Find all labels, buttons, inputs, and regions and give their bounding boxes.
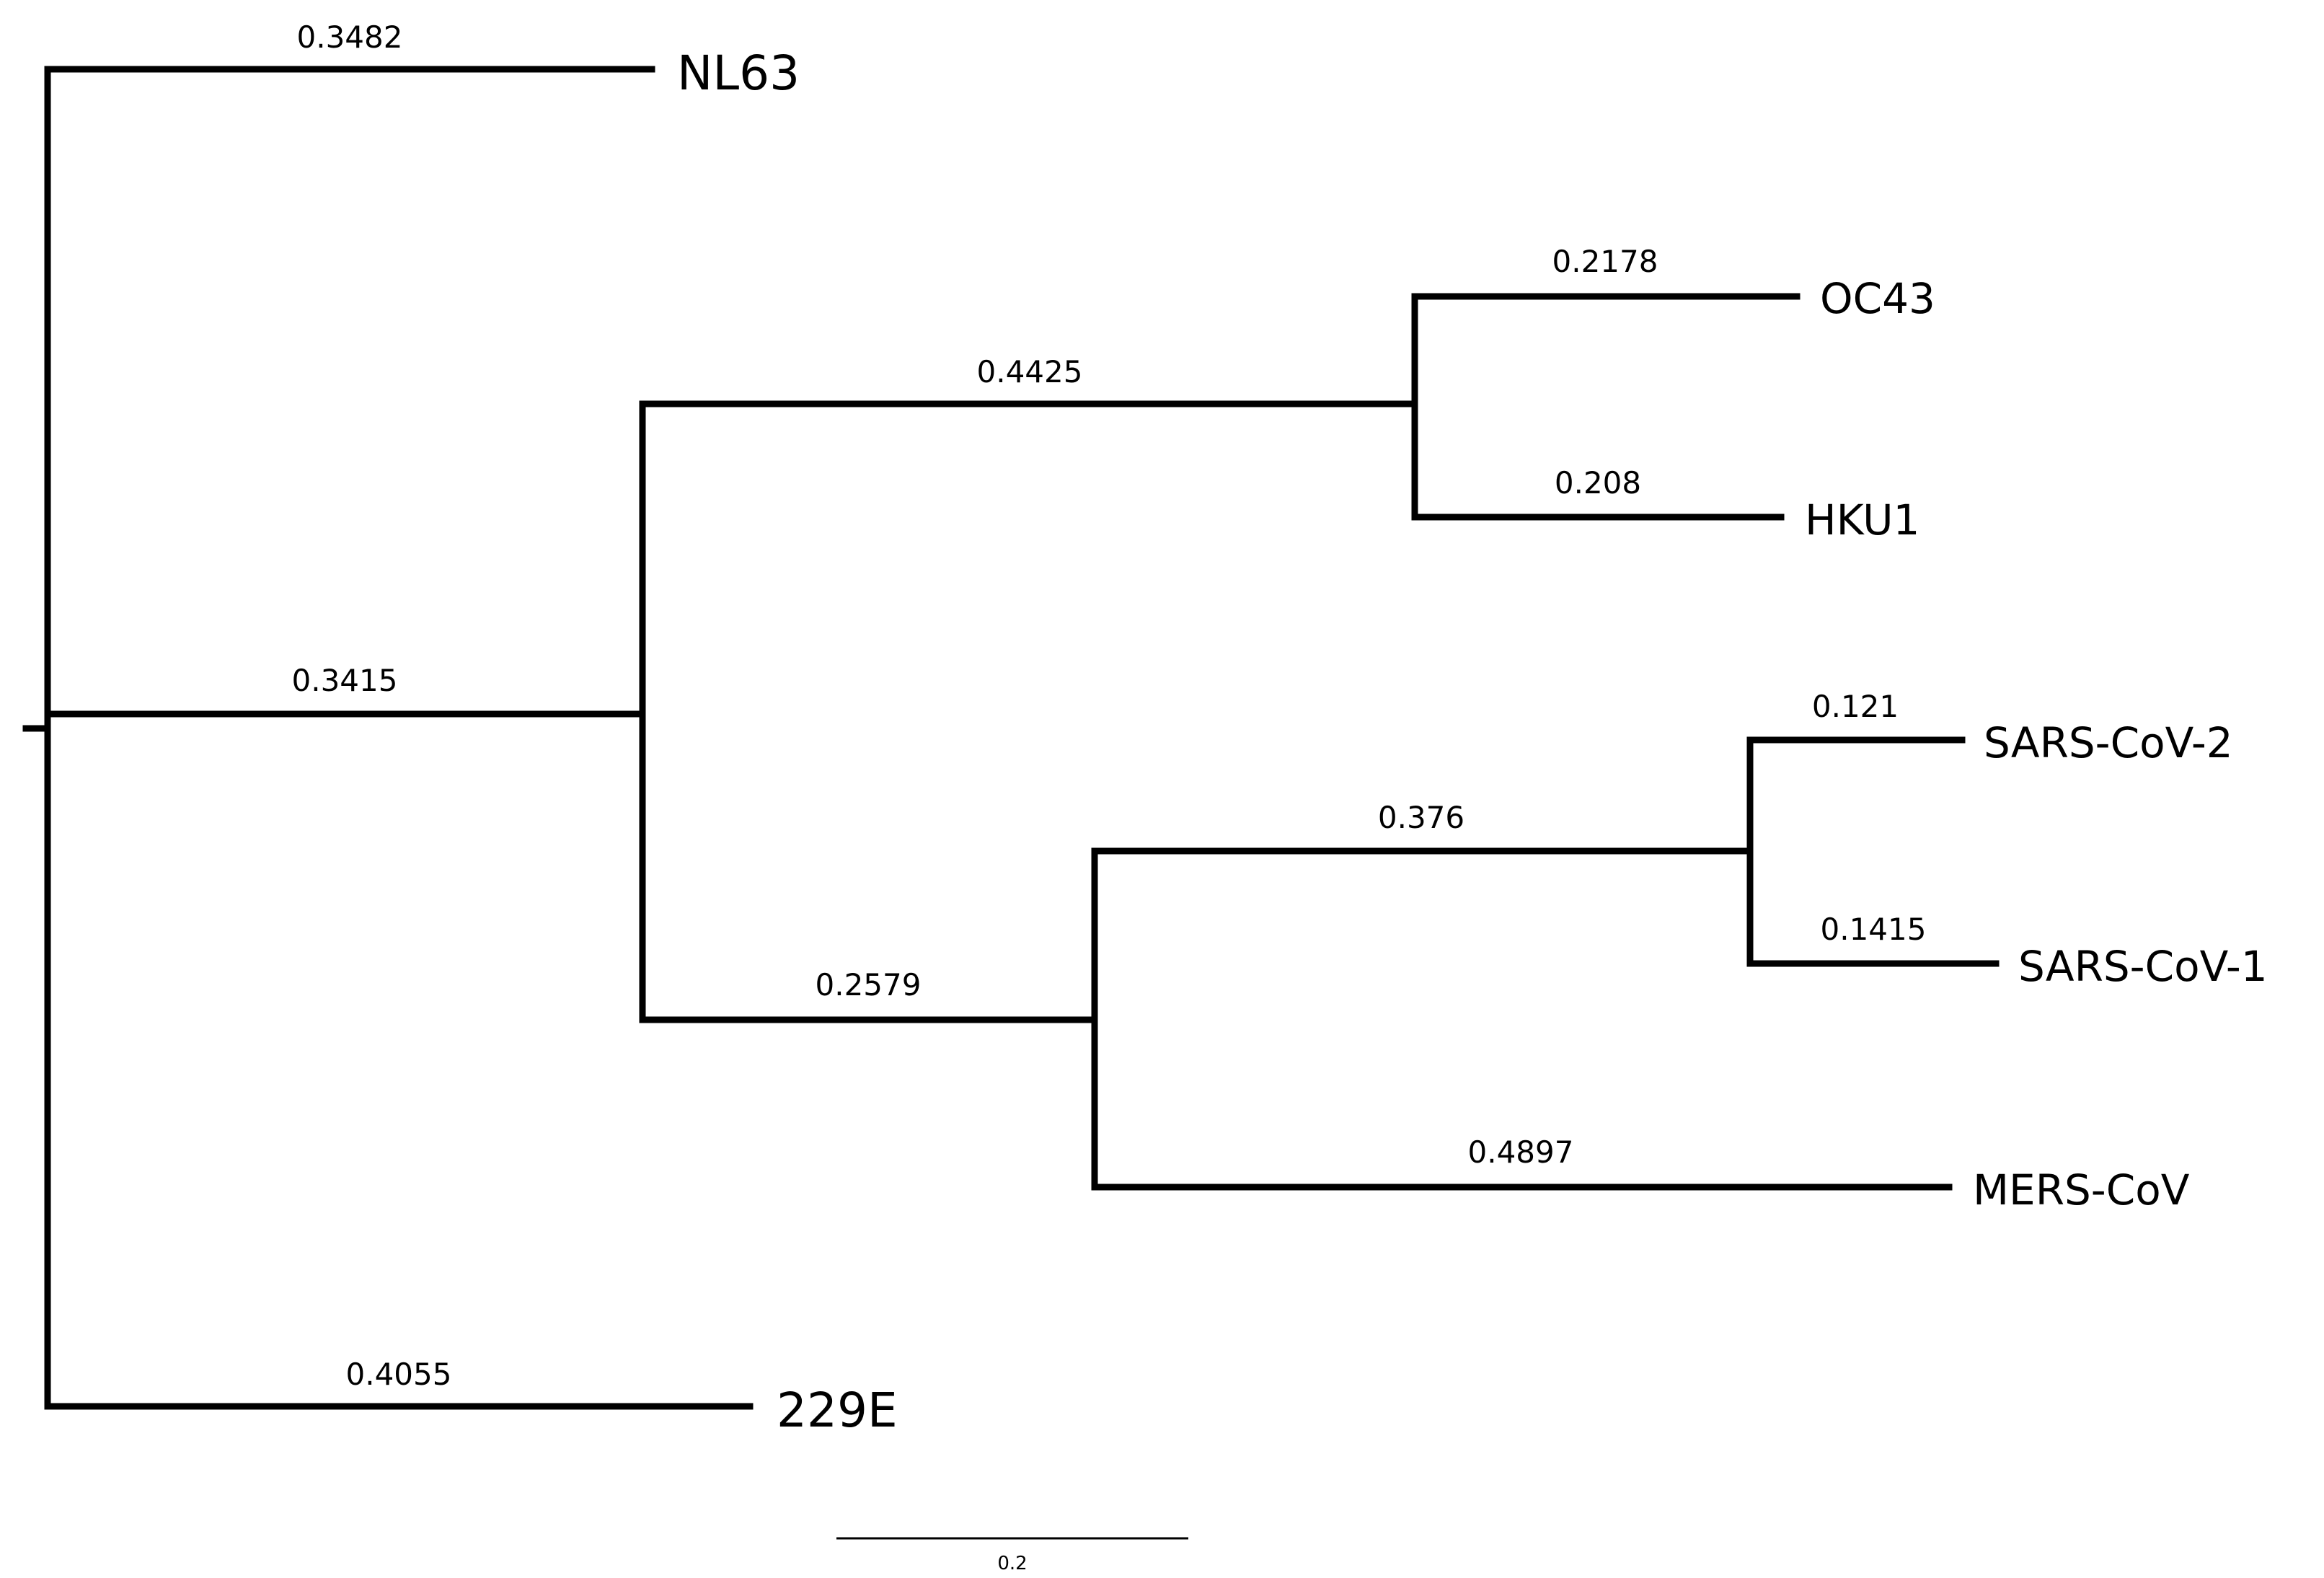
branch-length-label-oc43: 0.2178: [1552, 244, 1658, 279]
branch-length-label-sars-cov-2: 0.121: [1812, 689, 1899, 724]
branch-length-label-sars-mers-clade: 0.2579: [816, 967, 922, 1002]
taxon-label-oc43: OC43: [1820, 274, 1935, 323]
taxon-label-hku1: HKU1: [1805, 495, 1919, 545]
branch-length-label-sars-cov-1: 0.1415: [1821, 912, 1927, 947]
taxon-label-sars-cov-2: SARS-CoV-2: [1984, 718, 2233, 767]
branch-length-label-229e: 0.4055: [346, 1357, 452, 1392]
taxon-label-nl63: NL63: [677, 45, 800, 101]
branch-length-label-oc43-hku1-clade: 0.4425: [977, 354, 1083, 389]
taxon-label-sars-cov-1: SARS-CoV-1: [2018, 942, 2268, 991]
taxon-label-229e: 229E: [777, 1383, 898, 1438]
branch-length-label-sars-clade: 0.376: [1378, 800, 1464, 835]
branch-length-label-ingroup: 0.3415: [292, 663, 398, 698]
branch-length-label-nl63: 0.3482: [297, 19, 403, 55]
branch-length-label-hku1: 0.208: [1555, 465, 1641, 501]
scale-bar-label: 0.2: [997, 1553, 1027, 1574]
branch-length-label-mers-cov: 0.4897: [1468, 1134, 1574, 1170]
taxon-label-mers-cov: MERS-CoV: [1973, 1165, 2190, 1215]
